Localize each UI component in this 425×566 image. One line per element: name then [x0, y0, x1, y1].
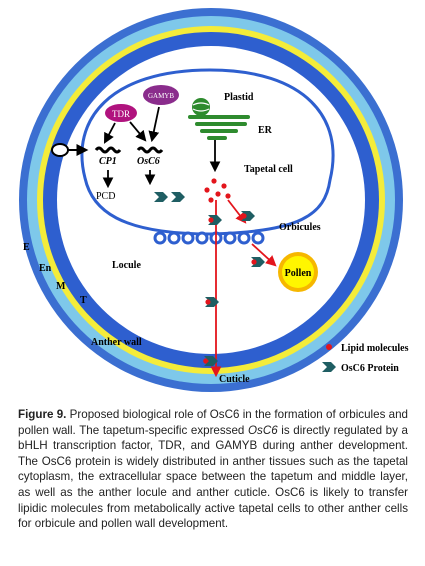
- caption-text-2: is directly regulated by a bHLH transcri…: [18, 423, 408, 531]
- layer-en-label: En: [39, 263, 52, 274]
- orbicule-bump: [237, 231, 251, 245]
- layer-t-label: T: [80, 295, 87, 306]
- legend-protein-swatch: [322, 362, 336, 372]
- tapetal-cell-label: Tapetal cell: [244, 164, 293, 175]
- caption-figure-label: Figure 9.: [18, 408, 67, 421]
- caption-gene-name: OsC6: [248, 423, 278, 437]
- tdr-label: TDR: [112, 109, 130, 119]
- figure-caption: Figure 9. Proposed biological role of Os…: [18, 407, 408, 532]
- lipid-molecules-extracellular: [203, 213, 257, 364]
- pollen-grain-icon: [278, 252, 318, 292]
- orbicule-bump: [195, 231, 209, 245]
- plastid-icon: [192, 98, 210, 116]
- legend-lipid-swatch: [326, 344, 332, 350]
- orbicules: [153, 231, 265, 245]
- er-label: ER: [258, 125, 273, 136]
- cuticle-label: Cuticle: [219, 374, 250, 385]
- caption-text-1: Proposed biological role of OsC6 in the …: [18, 408, 408, 437]
- arrow-tdr-osc6: [129, 121, 147, 142]
- orbicule-bump: [181, 231, 195, 245]
- osc6-gene-icon: [136, 146, 164, 154]
- layer-e-label: E: [23, 242, 30, 253]
- tdr-protein-icon: [105, 104, 137, 122]
- osc6-gene-label: OsC6: [137, 156, 160, 167]
- orbicule-bump: [223, 231, 237, 245]
- lipid-transport-arrow-orbicule: [227, 199, 247, 224]
- orbicule-bump: [251, 231, 265, 245]
- arrow-gamyb-osc6: [148, 106, 160, 143]
- er-icon: [188, 115, 250, 140]
- legend: Lipid molecules OsC6 Protein: [322, 343, 409, 374]
- membrane-channel-icon: [51, 143, 89, 157]
- lipid-molecules-cell: [204, 178, 231, 203]
- locule-label: Locule: [112, 260, 141, 271]
- orbicule-bump: [153, 231, 167, 245]
- legend-protein-label: OsC6 Protein: [341, 363, 399, 374]
- osc6-model-diagram: TDR GAMYB CP1 OsC6 PCD Plastid ER Tapeta…: [19, 8, 409, 392]
- arrow-tdr-cp1: [103, 122, 116, 144]
- orbicules-label: Orbicules: [279, 222, 321, 233]
- legend-lipid-label: Lipid molecules: [341, 343, 409, 354]
- cp1-gene-icon: [94, 146, 122, 154]
- gamyb-protein-icon: [143, 85, 179, 105]
- lipid-transport-arrow-pollen: [251, 243, 277, 267]
- gamyb-label: GAMYB: [148, 92, 174, 100]
- pollen-label: Pollen: [285, 268, 312, 279]
- pcd-label: PCD: [96, 191, 115, 202]
- tapetal-cell-membrane: [80, 68, 335, 236]
- anther-wall-label: Anther wall: [91, 337, 142, 348]
- plastid-label: Plastid: [224, 92, 254, 103]
- orbicule-bump: [167, 231, 181, 245]
- cp1-label: CP1: [99, 156, 117, 167]
- layer-m-label: M: [56, 281, 66, 292]
